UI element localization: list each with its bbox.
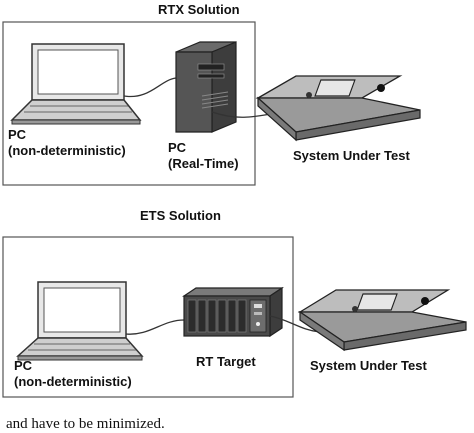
rtx-title: RTX Solution (158, 2, 240, 17)
ets-title: ETS Solution (140, 208, 221, 223)
caption-text: and have to be minimized. (6, 416, 165, 432)
ets-cable-host (125, 319, 185, 335)
ets-rt-target-label: RT Target (196, 354, 256, 369)
rtx-rt-label-line1: PC (168, 140, 187, 155)
rtx-panel-frame (2, 21, 256, 186)
rtx-sut-label: System Under Test (293, 148, 410, 163)
ets-panel-frame (2, 236, 294, 398)
rtx-cable-host (123, 77, 177, 98)
ets-cable-sut (269, 315, 321, 333)
ets-rt-target-icon (182, 286, 284, 338)
ets-laptop-icon (16, 281, 144, 361)
ets-host-label-line1: PC (14, 358, 33, 373)
rtx-rt-label-line2: (Real-Time) (168, 156, 239, 171)
ets-sut-label: System Under Test (310, 358, 427, 373)
rtx-host-label-line2: (non-deterministic) (8, 143, 126, 158)
rtx-sut-icon (255, 75, 421, 142)
rtx-host-label-line1: PC (8, 127, 27, 142)
rtx-laptop-icon (10, 43, 142, 125)
ets-sut-icon (297, 289, 467, 352)
rtx-tower-icon (175, 41, 237, 133)
ets-host-label-line2: (non-deterministic) (14, 374, 132, 389)
